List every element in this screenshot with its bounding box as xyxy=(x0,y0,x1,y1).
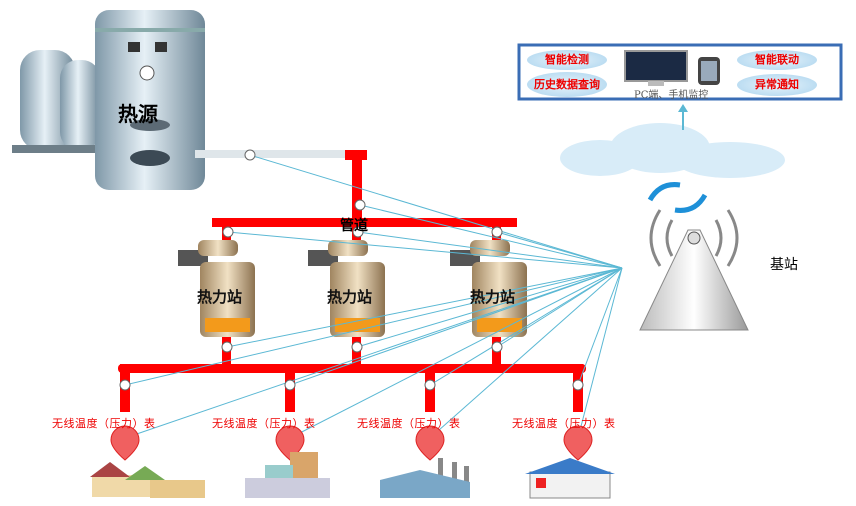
meter-label: 无线温度（压力）表 xyxy=(212,417,316,430)
feature-smart-linkage: 智能联动 xyxy=(737,50,817,70)
station-label: 热力站 xyxy=(197,288,243,306)
arrow-up-icon xyxy=(678,104,688,130)
sync-arrows-icon xyxy=(647,182,708,213)
pipeline-label: 管道 xyxy=(340,218,368,234)
signal-lines xyxy=(124,154,623,439)
building-icon xyxy=(245,452,330,498)
monitor-icon xyxy=(624,50,688,86)
feature-history-query: 历史数据查询 xyxy=(527,72,607,97)
station-label: 热力站 xyxy=(470,288,516,306)
heat-station-icon xyxy=(178,240,255,337)
meter-label: 无线温度（压力）表 xyxy=(357,417,461,430)
building-icon xyxy=(380,458,470,498)
feature-alarm-notice: 异常通知 xyxy=(737,74,817,96)
station-label: 热力站 xyxy=(327,288,373,306)
pressure-gauge-icon xyxy=(119,149,584,391)
cloud-icon xyxy=(560,123,785,178)
heat-source-label: 热源 xyxy=(118,102,158,126)
meter-label: 无线温度（压力）表 xyxy=(512,417,616,430)
location-pin-icon xyxy=(110,425,593,461)
heat-station-icon xyxy=(450,240,527,337)
boiler-icon xyxy=(12,10,205,190)
building-icon xyxy=(90,462,205,498)
phone-icon xyxy=(698,57,720,85)
building-icon xyxy=(525,458,615,499)
feature-smart-detection: 智能检测 xyxy=(527,50,607,70)
meter-label: 无线温度（压力）表 xyxy=(52,417,156,430)
base-station-label: 基站 xyxy=(770,257,798,273)
radio-tower-icon xyxy=(639,209,749,331)
monitor-caption: PC端、手机监控 xyxy=(634,90,709,101)
